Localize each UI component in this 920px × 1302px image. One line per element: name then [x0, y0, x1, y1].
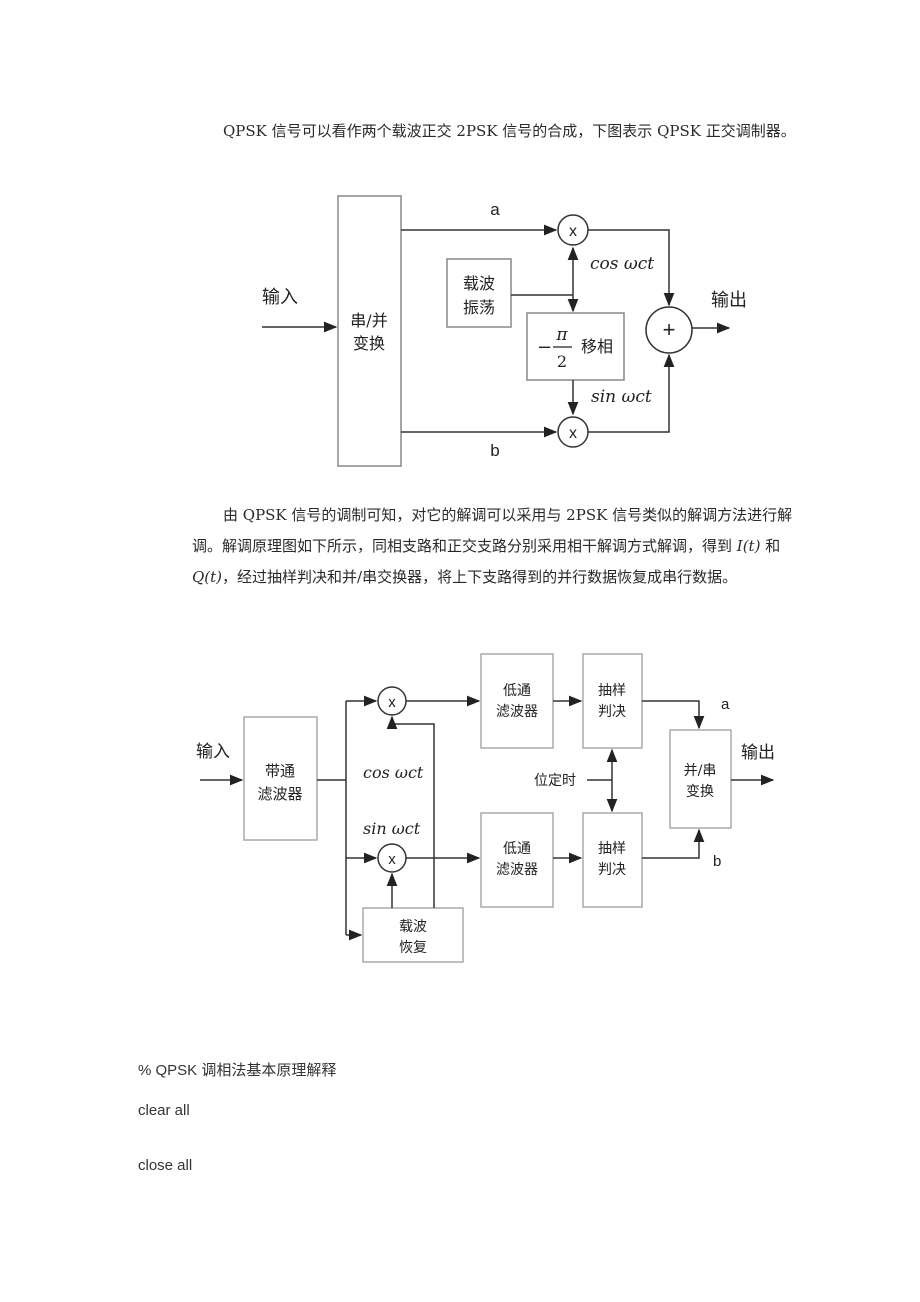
phase-shift-box: [526, 312, 625, 381]
minus-sign: −: [537, 337, 552, 358]
demod-input-label: 输入: [196, 742, 230, 762]
intro-paragraph: QPSK 信号可以看作两个载波正交 2PSK 信号的合成，下图表示 QPSK 正…: [223, 122, 796, 140]
carrier-recovery-box: [362, 907, 464, 963]
bandpass-line2: 滤波器: [257, 785, 302, 803]
code-close-all: close all: [138, 1157, 193, 1174]
bandpass-box: [243, 716, 318, 841]
mod-branch-b: b: [490, 441, 499, 460]
recovery-line2: 恢复: [399, 939, 427, 956]
mod-branch-a: a: [490, 200, 500, 219]
code-clear-all: clear all: [138, 1102, 190, 1119]
sampler-bottom-line1: 抽样: [598, 841, 626, 857]
demod-branch-b: b: [713, 853, 721, 870]
code-comment-line: % QPSK 调相法基本原理解释: [138, 1062, 337, 1079]
mod-osc-line2: 振荡: [463, 298, 495, 317]
mod-input-label: 输入: [262, 287, 298, 308]
lowpass-bottom-line1: 低通: [503, 841, 531, 857]
sampler-bottom-box: [582, 812, 643, 908]
phase-label: 移相: [581, 337, 613, 356]
phase-num: π: [555, 325, 568, 345]
bandpass-line1: 带通: [265, 762, 295, 780]
modulator-diagram: [262, 195, 731, 467]
demod-cos-label: cos ωct: [363, 763, 424, 782]
demod-paragraph-part1: 由 QPSK 信号的调制可知，对它的解调可以采用与 2PSK 信号类似的解调方法…: [192, 506, 793, 555]
demod-output-label: 输出: [741, 743, 775, 763]
and-word: 和: [760, 537, 781, 555]
sampler-top-box: [582, 653, 643, 749]
demod-paragraph: 由 QPSK 信号的调制可知，对它的解调可以采用与 2PSK 信号类似的解调方法…: [192, 500, 798, 593]
carrier-oscillator-box: [446, 258, 512, 328]
lowpass-bottom-line2: 滤波器: [496, 862, 538, 878]
lowpass-top-box: [480, 653, 554, 749]
parallel-serial-box: [669, 729, 732, 829]
demodulator-diagram: [200, 653, 775, 963]
mod-sp-line1: 串/并: [350, 311, 387, 330]
sampler-bottom-line2: 判决: [598, 862, 626, 878]
demod-mult-top-x: x: [388, 694, 396, 711]
demod-paragraph-part2: ，经过抽样判决和并/串交换器，将上下支路得到的并行数据恢复成串行数据。: [222, 568, 738, 586]
ps-line1: 并/串: [684, 763, 717, 779]
lowpass-bottom-box: [480, 812, 554, 908]
it-symbol: I(t): [736, 537, 761, 555]
adder-circle: [645, 306, 693, 354]
sampler-top-line1: 抽样: [598, 683, 626, 699]
mod-sp-line2: 变换: [353, 334, 385, 353]
sampler-top-line2: 判决: [598, 704, 626, 720]
lowpass-top-line2: 滤波器: [496, 704, 538, 720]
demod-mult-bottom-x: x: [388, 851, 396, 868]
serial-parallel-box: [337, 195, 402, 467]
mod-osc-line1: 载波: [463, 274, 495, 293]
mod-mult-top-x: x: [569, 223, 577, 240]
lowpass-top-line1: 低通: [503, 683, 531, 699]
qt-symbol: Q(t): [192, 568, 223, 586]
timing-label: 位定时: [534, 773, 576, 789]
mod-mult-bottom-x: x: [569, 425, 577, 442]
phase-den: 2: [557, 352, 567, 371]
recovery-line1: 载波: [399, 919, 427, 935]
mod-cos-label: cos ωct: [590, 254, 654, 274]
mod-sin-label: sin ωct: [591, 387, 652, 407]
demod-branch-a: a: [721, 696, 730, 713]
demod-sin-label: sin ωct: [363, 819, 421, 838]
mod-adder-plus: +: [663, 317, 676, 342]
mod-output-label: 输出: [711, 290, 747, 311]
ps-line2: 变换: [686, 783, 714, 800]
